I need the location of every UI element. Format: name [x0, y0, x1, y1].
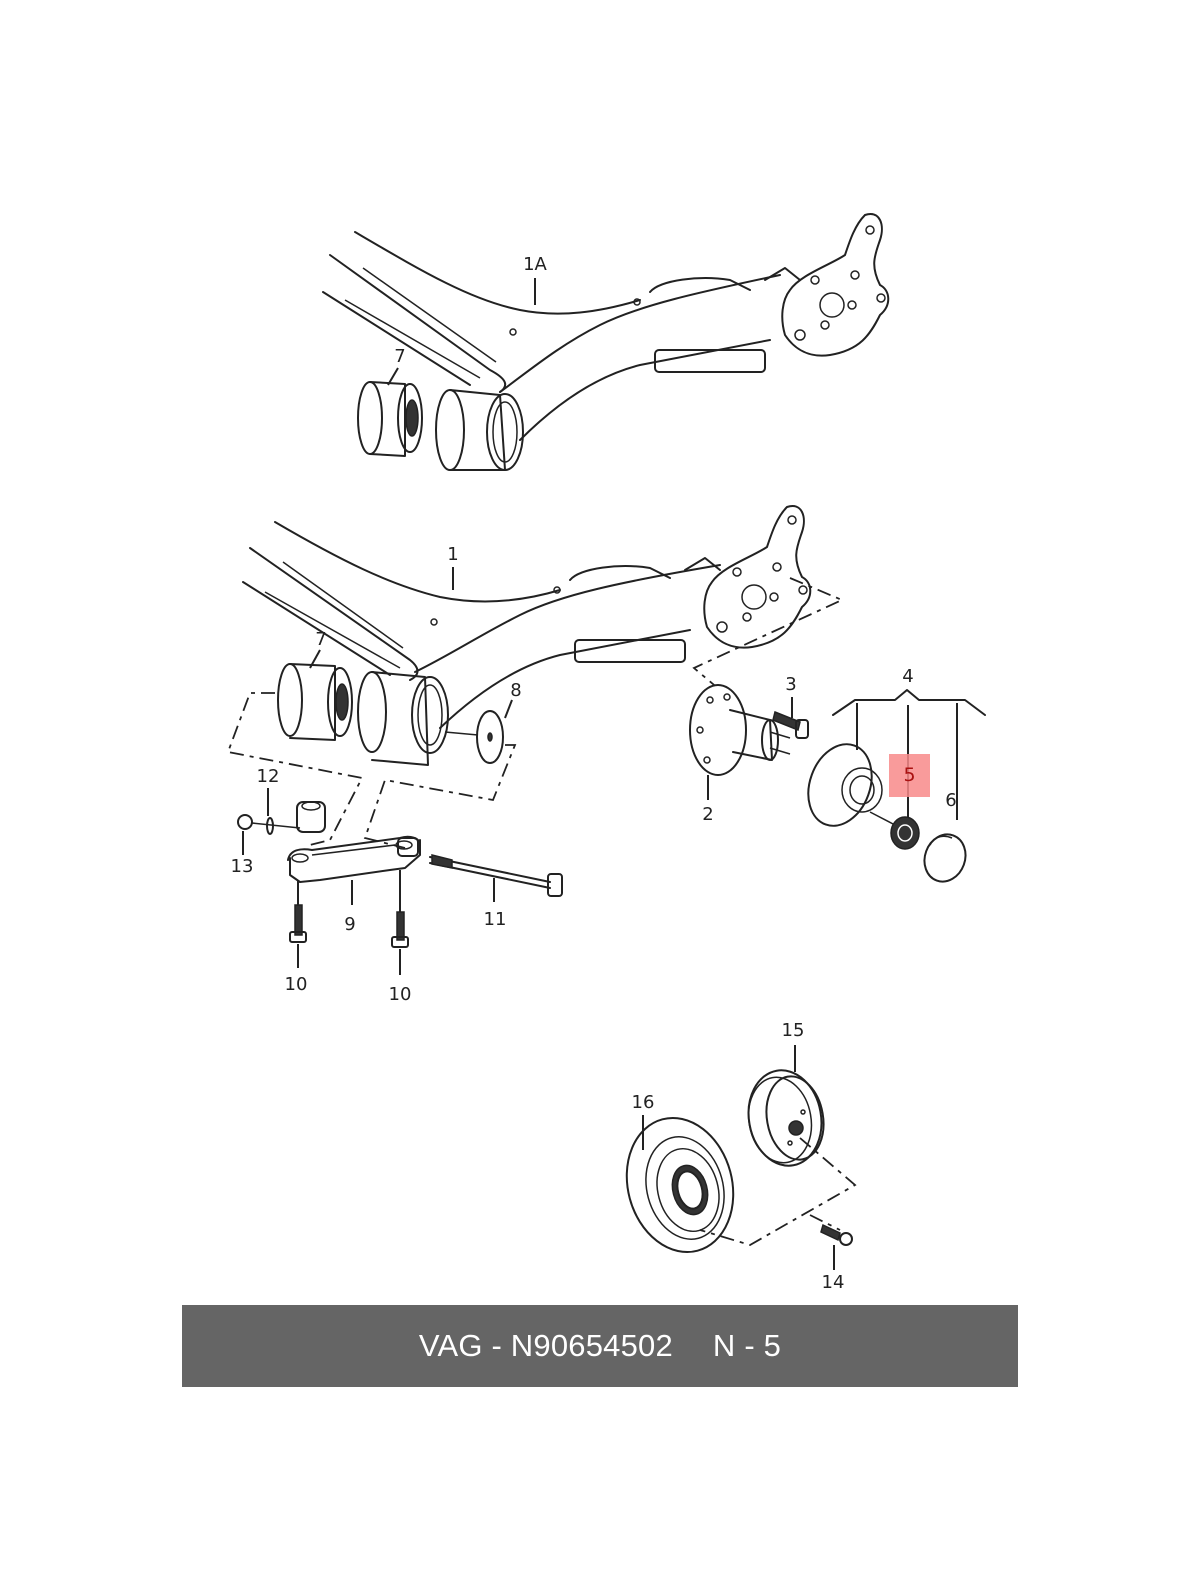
axle-beam-1a [322, 213, 890, 471]
diagram-position: N - 5 [712, 1328, 782, 1363]
label-7-top: 7 [394, 346, 405, 367]
label-14: 14 [822, 1272, 845, 1293]
label-10-right: 10 [389, 984, 412, 1005]
stub-axle-2 [689, 684, 791, 800]
label-4: 4 [902, 666, 913, 687]
label-11: 11 [484, 909, 507, 930]
label-8: 8 [510, 680, 521, 701]
screw-14 [699, 1137, 857, 1270]
label-5-highlighted: 5 [903, 764, 916, 786]
label-3: 3 [785, 674, 796, 695]
label-6: 6 [945, 790, 956, 811]
parts-diagram: 1A 7 [226, 213, 986, 1293]
label-13: 13 [231, 856, 254, 877]
label-9: 9 [344, 914, 355, 935]
label-16: 16 [632, 1092, 655, 1113]
label-12: 12 [257, 766, 280, 787]
bolt-3 [772, 697, 809, 739]
label-15: 15 [782, 1020, 805, 1041]
wheel-hub-4 [807, 689, 986, 827]
brake-disc-16 [625, 1115, 735, 1254]
label-10-left: 10 [285, 974, 308, 995]
axle-beam-1 [226, 505, 845, 849]
label-1a: 1A [523, 254, 547, 275]
bearing-nut-5 [890, 816, 920, 850]
part-number-banner: VAG - N90654502 N - 5 [182, 1305, 1018, 1387]
label-7-middle: 7 [315, 629, 326, 650]
grease-cap-6 [923, 833, 967, 883]
part-number: VAG - N90654502 [418, 1328, 673, 1363]
highlight-part-5 [889, 754, 930, 797]
label-2: 2 [702, 804, 713, 825]
bracket-9-assembly [237, 788, 563, 975]
label-1: 1 [447, 544, 458, 565]
